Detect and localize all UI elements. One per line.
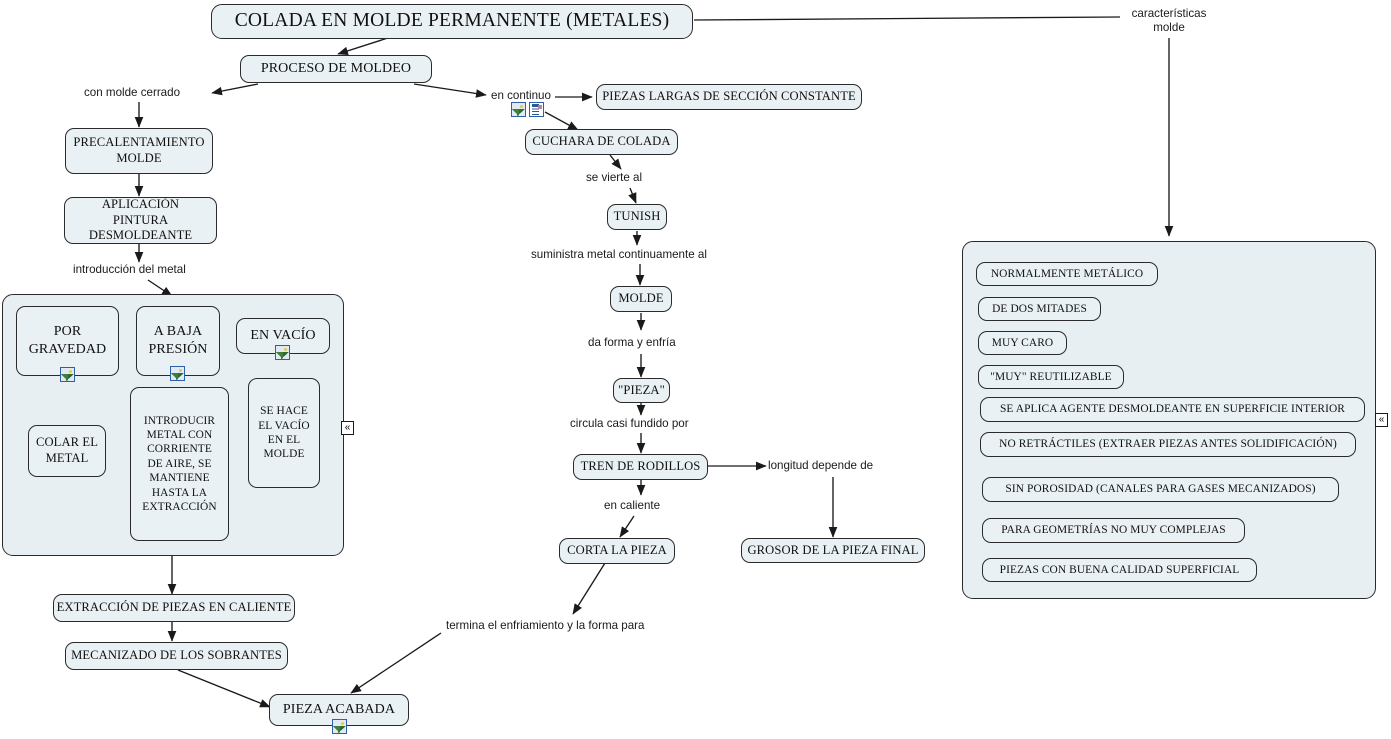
node-tren-de-rodillos[interactable]: TREN DE RODILLOS	[573, 454, 708, 480]
node-tunish[interactable]: TUNISH	[607, 204, 667, 230]
image-resource-icon[interactable]	[275, 345, 290, 360]
link-label-en-caliente: en caliente	[604, 499, 661, 512]
link-label-con-molde-cerrado: con molde cerrado	[84, 86, 181, 99]
node-colar-el-metal[interactable]: COLAR EL METAL	[28, 425, 106, 477]
characteristic-item[interactable]: SIN POROSIDAD (CANALES PARA GASES MECANI…	[982, 477, 1339, 502]
characteristic-item[interactable]: "MUY" REUTILIZABLE	[978, 365, 1124, 389]
link-label-se-vierte-al: se vierte al	[586, 171, 643, 184]
node-piezas-largas-seccion-constante[interactable]: PIEZAS LARGAS DE SECCIÓN CONSTANTE	[596, 84, 862, 110]
node-introducir-metal-corriente-aire[interactable]: INTRODUCIR METAL CON CORRIENTE DE AIRE, …	[130, 387, 229, 541]
link-label-introduccion-del-metal: introducción del metal	[73, 263, 186, 276]
node-corta-la-pieza[interactable]: CORTA LA PIEZA	[559, 538, 675, 564]
node-extraccion-piezas-en-caliente[interactable]: EXTRACCIÓN DE PIEZAS EN CALIENTE	[53, 594, 295, 622]
link-label-en-continuo: en continuo	[491, 89, 551, 102]
link-label-caracteristicas-molde: características molde	[1131, 7, 1207, 35]
node-proceso-de-moldeo[interactable]: PROCESO DE MOLDEO	[240, 55, 432, 83]
node-a-baja-presion[interactable]: A BAJA PRESIÓN	[136, 306, 220, 376]
image-resource-icon[interactable]	[170, 366, 185, 381]
characteristic-item[interactable]: PIEZAS CON BUENA CALIDAD SUPERFICIAL	[982, 558, 1257, 582]
characteristic-item[interactable]: PARA GEOMETRÍAS NO MUY COMPLEJAS	[982, 518, 1245, 543]
node-pieza[interactable]: "PIEZA"	[613, 378, 670, 403]
characteristic-item[interactable]: MUY CARO	[978, 331, 1067, 355]
link-label-longitud-depende-de: longitud depende de	[768, 459, 874, 472]
link-label-da-forma-y-enfria: da forma y enfría	[588, 336, 676, 349]
node-pieza-acabada[interactable]: PIEZA ACABADA	[269, 694, 409, 726]
link-label-termina-enfriamiento: termina el enfriamiento y la forma para	[446, 619, 645, 632]
characteristic-item[interactable]: SE APLICA AGENTE DESMOLDEANTE EN SUPERFI…	[980, 397, 1365, 422]
document-resource-icon[interactable]	[529, 102, 544, 117]
image-resource-icon[interactable]	[332, 719, 347, 734]
collapse-handle-methods[interactable]: «	[341, 421, 354, 435]
node-por-gravedad[interactable]: POR GRAVEDAD	[16, 306, 119, 376]
node-grosor-pieza-final[interactable]: GROSOR DE LA PIEZA FINAL	[741, 538, 925, 563]
node-cuchara-de-colada[interactable]: CUCHARA DE COLADA	[525, 129, 678, 155]
characteristic-item[interactable]: NORMALMENTE METÁLICO	[976, 262, 1158, 286]
characteristic-item[interactable]: DE DOS MITADES	[978, 297, 1101, 321]
collapse-handle-characteristics[interactable]: «	[1375, 413, 1388, 427]
node-se-hace-el-vacio-en-el-molde[interactable]: SE HACE EL VACÍO EN EL MOLDE	[248, 378, 320, 488]
node-molde[interactable]: MOLDE	[610, 286, 672, 312]
characteristic-item[interactable]: NO RETRÁCTILES (EXTRAER PIEZAS ANTES SOL…	[980, 432, 1356, 457]
node-precalentamiento-molde[interactable]: PRECALENTAMIENTO MOLDE	[65, 128, 213, 174]
image-resource-icon[interactable]	[60, 367, 75, 382]
link-label-suministra-metal: suministra metal continuamente al	[531, 248, 707, 261]
image-resource-icon[interactable]	[511, 102, 526, 117]
node-aplicacion-pintura-desmoldeante[interactable]: APLICACIÓN PINTURA DESMOLDEANTE	[64, 197, 217, 244]
node-mecanizado-de-los-sobrantes[interactable]: MECANIZADO DE LOS SOBRANTES	[65, 642, 288, 670]
node-root-title[interactable]: COLADA EN MOLDE PERMANENTE (METALES)	[211, 4, 693, 39]
link-label-circula-casi-fundido: circula casi fundido por	[570, 417, 689, 430]
